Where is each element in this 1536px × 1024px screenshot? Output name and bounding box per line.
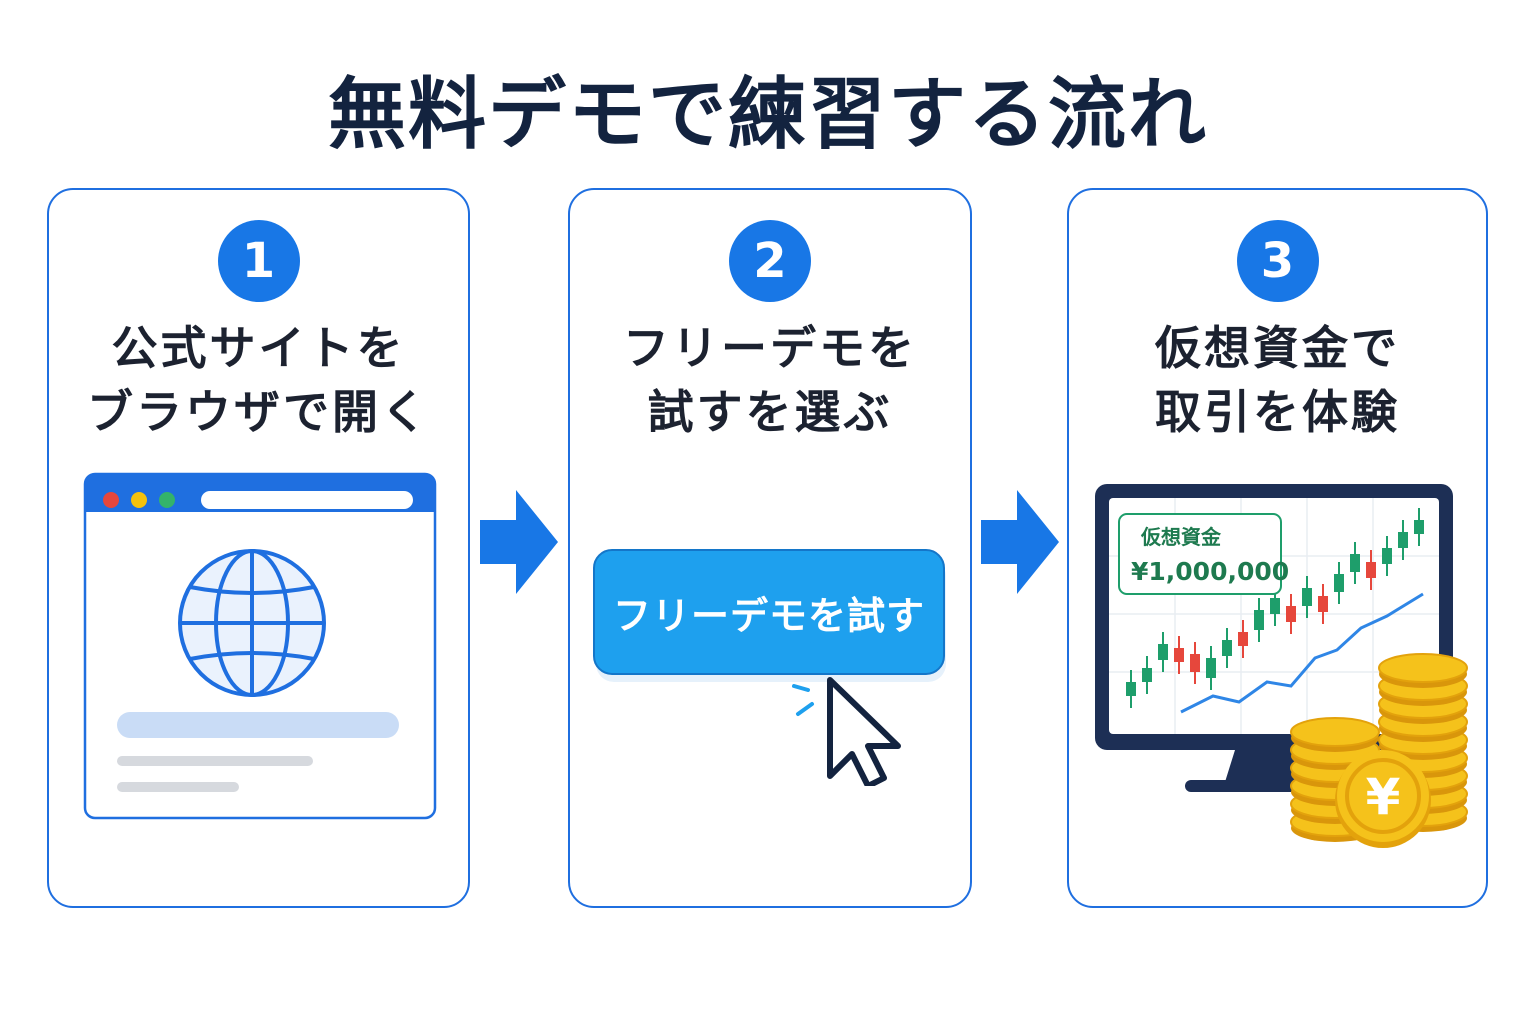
candle-body (1286, 606, 1296, 622)
yen-coin-icon: ¥ (1335, 750, 1431, 848)
yen-coin-symbol: ¥ (1366, 768, 1401, 826)
arrow-right-icon (981, 490, 1059, 594)
candle-body (1222, 640, 1232, 656)
trend-line (1180, 592, 1424, 714)
step-line-1: 仮想資金で (1155, 321, 1400, 375)
step-description: 仮想資金で 取引を体験 (1069, 316, 1486, 444)
coin (1378, 653, 1468, 683)
candle-body (1318, 596, 1328, 612)
candle-body (1302, 588, 1312, 606)
step-line-1: フリーデモを (623, 321, 917, 375)
step-line-2: 取引を体験 (1155, 385, 1400, 439)
step-card-1: 1 公式サイトを ブラウザで開く (47, 188, 470, 908)
virtual-funds-label: 仮想資金 (1140, 525, 1222, 549)
candle-body (1190, 654, 1200, 672)
step-card-2: 2 フリーデモを 試すを選ぶ フリーデモを試す (568, 188, 972, 908)
step-line-1: 公式サイトを (111, 321, 406, 375)
candle-body (1382, 548, 1392, 564)
step-description: フリーデモを 試すを選ぶ (570, 316, 970, 444)
candle-body (1270, 598, 1280, 614)
candle-body (1414, 520, 1424, 534)
step-number-badge: 1 (217, 220, 300, 302)
virtual-funds-amount: ¥1,000,000 (1131, 557, 1289, 586)
step-card-3: 3 仮想資金で 取引を体験 仮想資金 ¥1,000,000 (1067, 188, 1488, 908)
arrow-right-icon (480, 490, 558, 594)
candle-body (1350, 554, 1360, 572)
candle-body (1238, 632, 1248, 646)
step-line-2: 試すを選ぶ (647, 385, 893, 439)
step-number-badge: 3 (1236, 220, 1319, 302)
candle-body (1398, 532, 1408, 548)
globe-icon (178, 549, 326, 697)
free-demo-illustration (593, 549, 946, 786)
candle-body (1366, 562, 1376, 578)
coin (1290, 717, 1380, 747)
candle-body (1334, 574, 1344, 592)
step-description: 公式サイトを ブラウザで開く (49, 316, 468, 444)
candle-body (1142, 668, 1152, 682)
window-close-dot (103, 492, 119, 508)
candle-body (1174, 648, 1184, 662)
window-maximize-dot (159, 492, 175, 508)
page-title: 無料デモで練習する流れ (327, 70, 1208, 160)
trading-monitor-illustration: 仮想資金 ¥1,000,000 ¥ (1095, 484, 1468, 848)
click-spark-icon (792, 632, 878, 716)
browser-window-illustration (83, 472, 437, 820)
cursor-icon (827, 677, 901, 786)
address-bar (201, 491, 413, 509)
step-number-badge: 2 (729, 220, 811, 302)
candlestick-chart (1126, 508, 1424, 708)
candle-body (1126, 682, 1136, 696)
step-line-2: ブラウザで開く (87, 385, 430, 439)
free-demo-button[interactable]: フリーデモを試す (612, 593, 925, 638)
candle-body (1254, 610, 1264, 630)
window-minimize-dot (131, 492, 147, 508)
candle-body (1206, 658, 1216, 678)
candle-body (1158, 644, 1168, 660)
